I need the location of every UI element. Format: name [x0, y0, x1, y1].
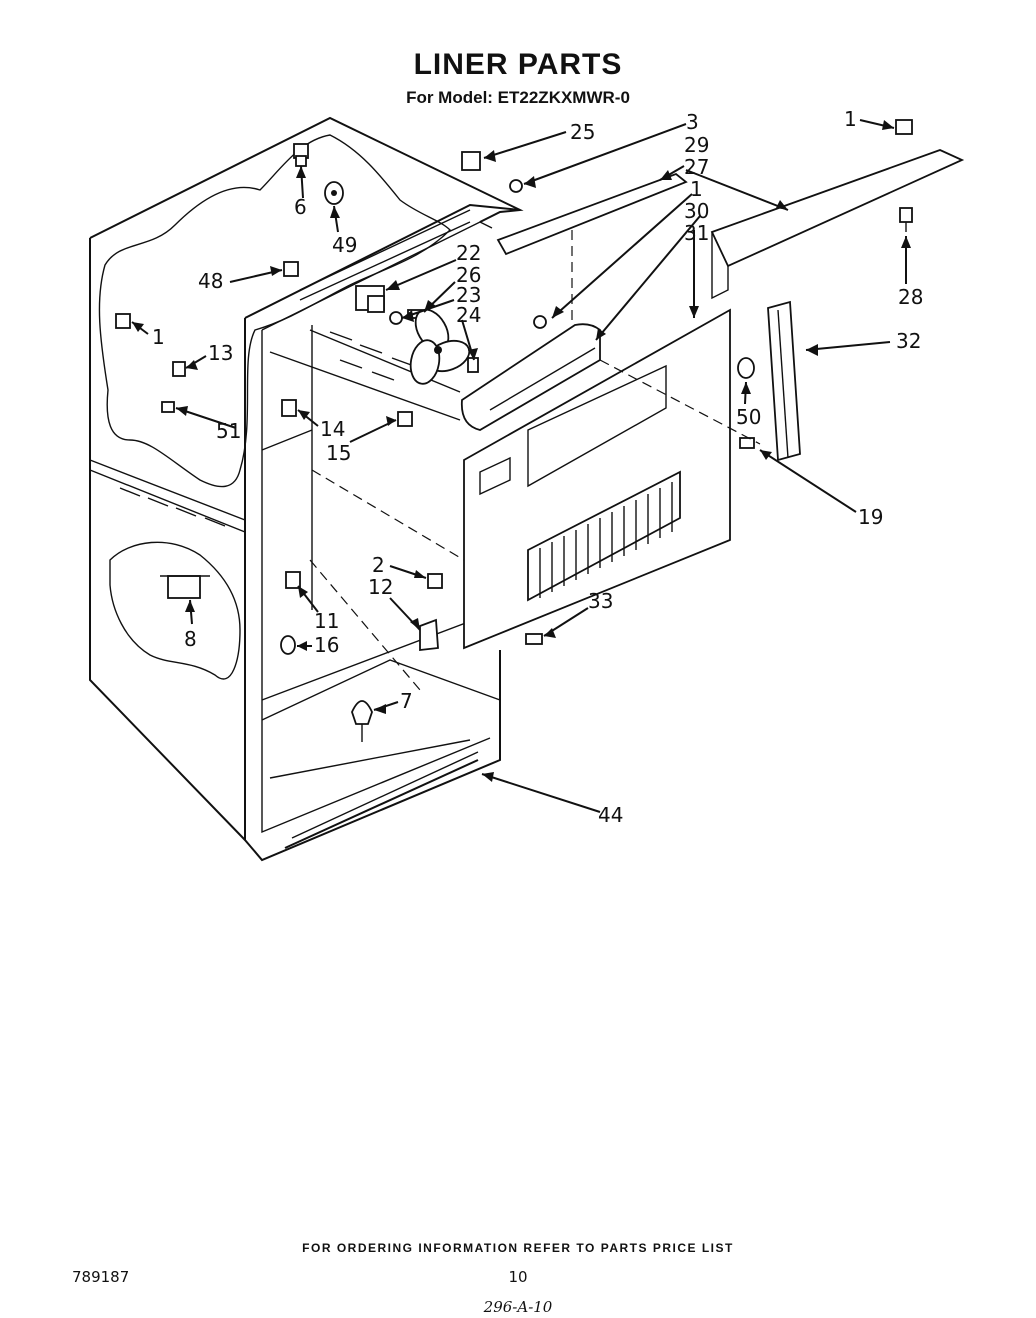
callout-25: 25	[570, 120, 595, 144]
callout-33: 33	[588, 589, 613, 613]
part-33-screw	[525, 633, 543, 645]
callout-27: 27	[684, 155, 709, 179]
model-subtitle: For Model: ET22ZKXMWR-0	[406, 88, 630, 107]
part-14-socket	[281, 399, 297, 417]
part-51-screw	[161, 401, 175, 413]
callout-7: 7	[400, 689, 413, 713]
part-22-motor	[355, 285, 385, 313]
part-29-rail	[496, 172, 688, 256]
callout-19: 19	[858, 505, 883, 529]
part-2-clip	[427, 573, 443, 589]
callout-44: 44	[598, 803, 623, 827]
part-11-socket	[285, 571, 301, 589]
callout-23: 23	[456, 283, 481, 307]
callout-31: 31	[684, 221, 709, 245]
part-1-clip-left	[115, 313, 131, 329]
callout-30: 30	[684, 199, 709, 223]
part-23-hub	[389, 311, 403, 325]
callout-16: 16	[314, 633, 339, 657]
callout-6: 6	[294, 195, 307, 219]
callout-8: 8	[184, 627, 197, 651]
part-8-control	[160, 575, 210, 599]
part-30-duct	[460, 323, 601, 431]
callout-1-top: 1	[844, 107, 857, 131]
part-1-clip-mid	[533, 315, 547, 329]
part-49-bulb	[324, 181, 344, 205]
ordering-info-footer: FOR ORDERING INFORMATION REFER TO PARTS …	[302, 1241, 734, 1255]
part-13-screw	[172, 361, 186, 377]
callout-24: 24	[456, 303, 481, 327]
part-6-cap	[293, 143, 309, 167]
cutaway-outline-lower	[109, 541, 241, 680]
part-31-panel	[463, 308, 731, 650]
callout-51: 51	[216, 419, 241, 443]
cutaway-outline-upper	[98, 134, 451, 488]
document-number: 789187	[72, 1268, 130, 1286]
callout-49: 49	[332, 233, 357, 257]
callout-1-mid: 1	[690, 177, 703, 201]
part-19-screw	[739, 437, 755, 449]
callout-22: 22	[456, 241, 481, 265]
page-number: 10	[508, 1268, 528, 1286]
callout-50: 50	[736, 405, 761, 429]
part-28-screw	[899, 207, 913, 232]
callout-3: 3	[686, 110, 699, 134]
callout-2: 2	[372, 553, 385, 577]
callout-13: 13	[208, 341, 233, 365]
part-25-cap	[461, 151, 481, 171]
cabinet-liner	[89, 116, 524, 862]
part-32-strip	[767, 300, 801, 462]
part-50-plug	[737, 357, 755, 379]
callout-1-left: 1	[152, 325, 165, 349]
callout-28: 28	[898, 285, 923, 309]
part-12-bracket	[419, 618, 439, 652]
part-15-clip	[397, 411, 413, 427]
callout-15: 15	[326, 441, 351, 465]
part-1-clip-top	[895, 119, 913, 135]
part-24-fan-blade	[409, 308, 471, 385]
callout-11: 11	[314, 609, 339, 633]
callout-26: 26	[456, 263, 481, 287]
part-48-socket	[283, 261, 299, 277]
callout-12: 12	[368, 575, 393, 599]
part-7-bulb	[351, 700, 373, 742]
page-title: LINER PARTS	[413, 48, 623, 81]
handwritten-reference: 296-A-10	[483, 1298, 553, 1316]
callout-29: 29	[684, 133, 709, 157]
part-16-ring	[280, 635, 296, 655]
part-3-screw	[509, 179, 523, 193]
callout-48: 48	[198, 269, 223, 293]
part-27-trim	[710, 149, 965, 300]
callout-14: 14	[320, 417, 345, 441]
callout-32: 32	[896, 329, 921, 353]
